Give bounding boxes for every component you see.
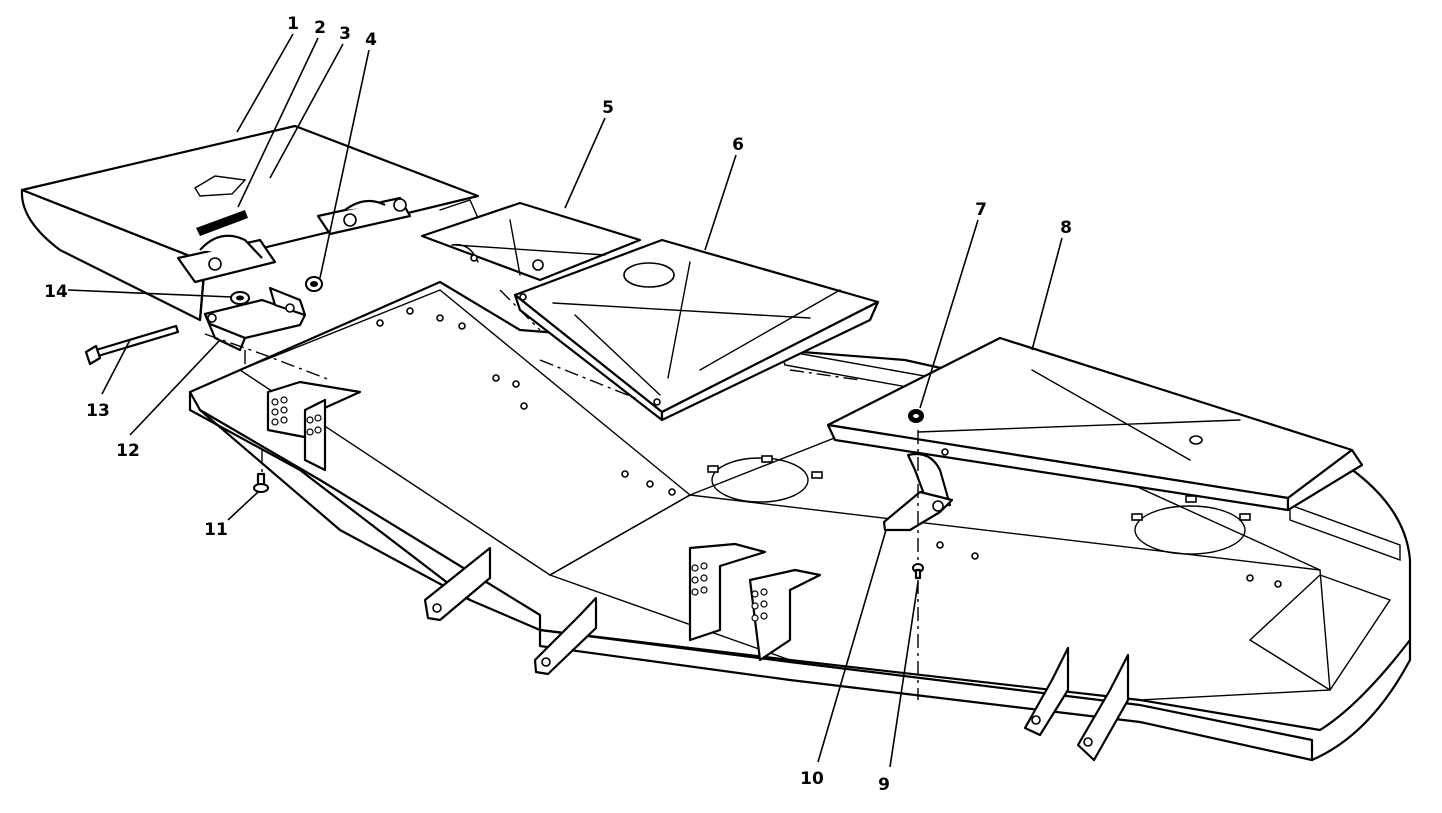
washer xyxy=(230,291,250,305)
callout-11: 11 xyxy=(204,491,259,540)
assembly-center-lines xyxy=(204,289,919,700)
callout-9: 9 xyxy=(878,581,919,795)
hinge-bracket xyxy=(203,286,307,352)
svg-text:12: 12 xyxy=(116,441,140,461)
mower-deck-housing xyxy=(188,280,1412,762)
callout-14: 14 xyxy=(44,282,233,302)
belt-cover-rear xyxy=(420,201,642,282)
callout-5: 5 xyxy=(564,98,614,209)
callout-10: 10 xyxy=(800,529,887,789)
belt-cover-front xyxy=(513,238,880,422)
callout-8: 8 xyxy=(1031,218,1072,351)
wheel-brackets xyxy=(423,546,1130,762)
callout-2: 2 xyxy=(237,18,326,208)
callouts: 1 2 3 4 5 6 7 8 xyxy=(44,14,1072,795)
svg-text:1: 1 xyxy=(287,14,299,34)
svg-text:6: 6 xyxy=(732,135,744,155)
callout-6: 6 xyxy=(704,135,744,251)
callout-3: 3 xyxy=(269,24,351,179)
svg-text:13: 13 xyxy=(86,401,110,421)
svg-text:11: 11 xyxy=(204,520,228,540)
locknut xyxy=(305,276,323,292)
svg-text:2: 2 xyxy=(314,18,326,38)
svg-text:8: 8 xyxy=(1060,218,1072,238)
svg-text:4: 4 xyxy=(365,30,377,50)
callout-12: 12 xyxy=(116,339,221,461)
hinge-spring xyxy=(196,207,248,236)
svg-text:14: 14 xyxy=(44,282,68,302)
callout-4: 4 xyxy=(319,30,377,279)
callout-13: 13 xyxy=(86,339,131,421)
svg-text:3: 3 xyxy=(339,24,351,44)
svg-text:10: 10 xyxy=(800,769,824,789)
callout-1: 1 xyxy=(236,14,299,133)
front-baffle-brackets xyxy=(266,380,822,662)
hinge-bolt xyxy=(84,324,180,366)
latch-nut xyxy=(908,409,924,423)
discharge-deflector xyxy=(20,124,480,322)
carriage-bolt xyxy=(253,472,269,493)
discharge-cover-right xyxy=(826,336,1364,512)
callout-7: 7 xyxy=(919,200,987,409)
svg-text:7: 7 xyxy=(975,200,987,220)
svg-text:9: 9 xyxy=(878,775,890,795)
svg-text:5: 5 xyxy=(602,98,614,118)
latch-screw xyxy=(912,563,924,580)
